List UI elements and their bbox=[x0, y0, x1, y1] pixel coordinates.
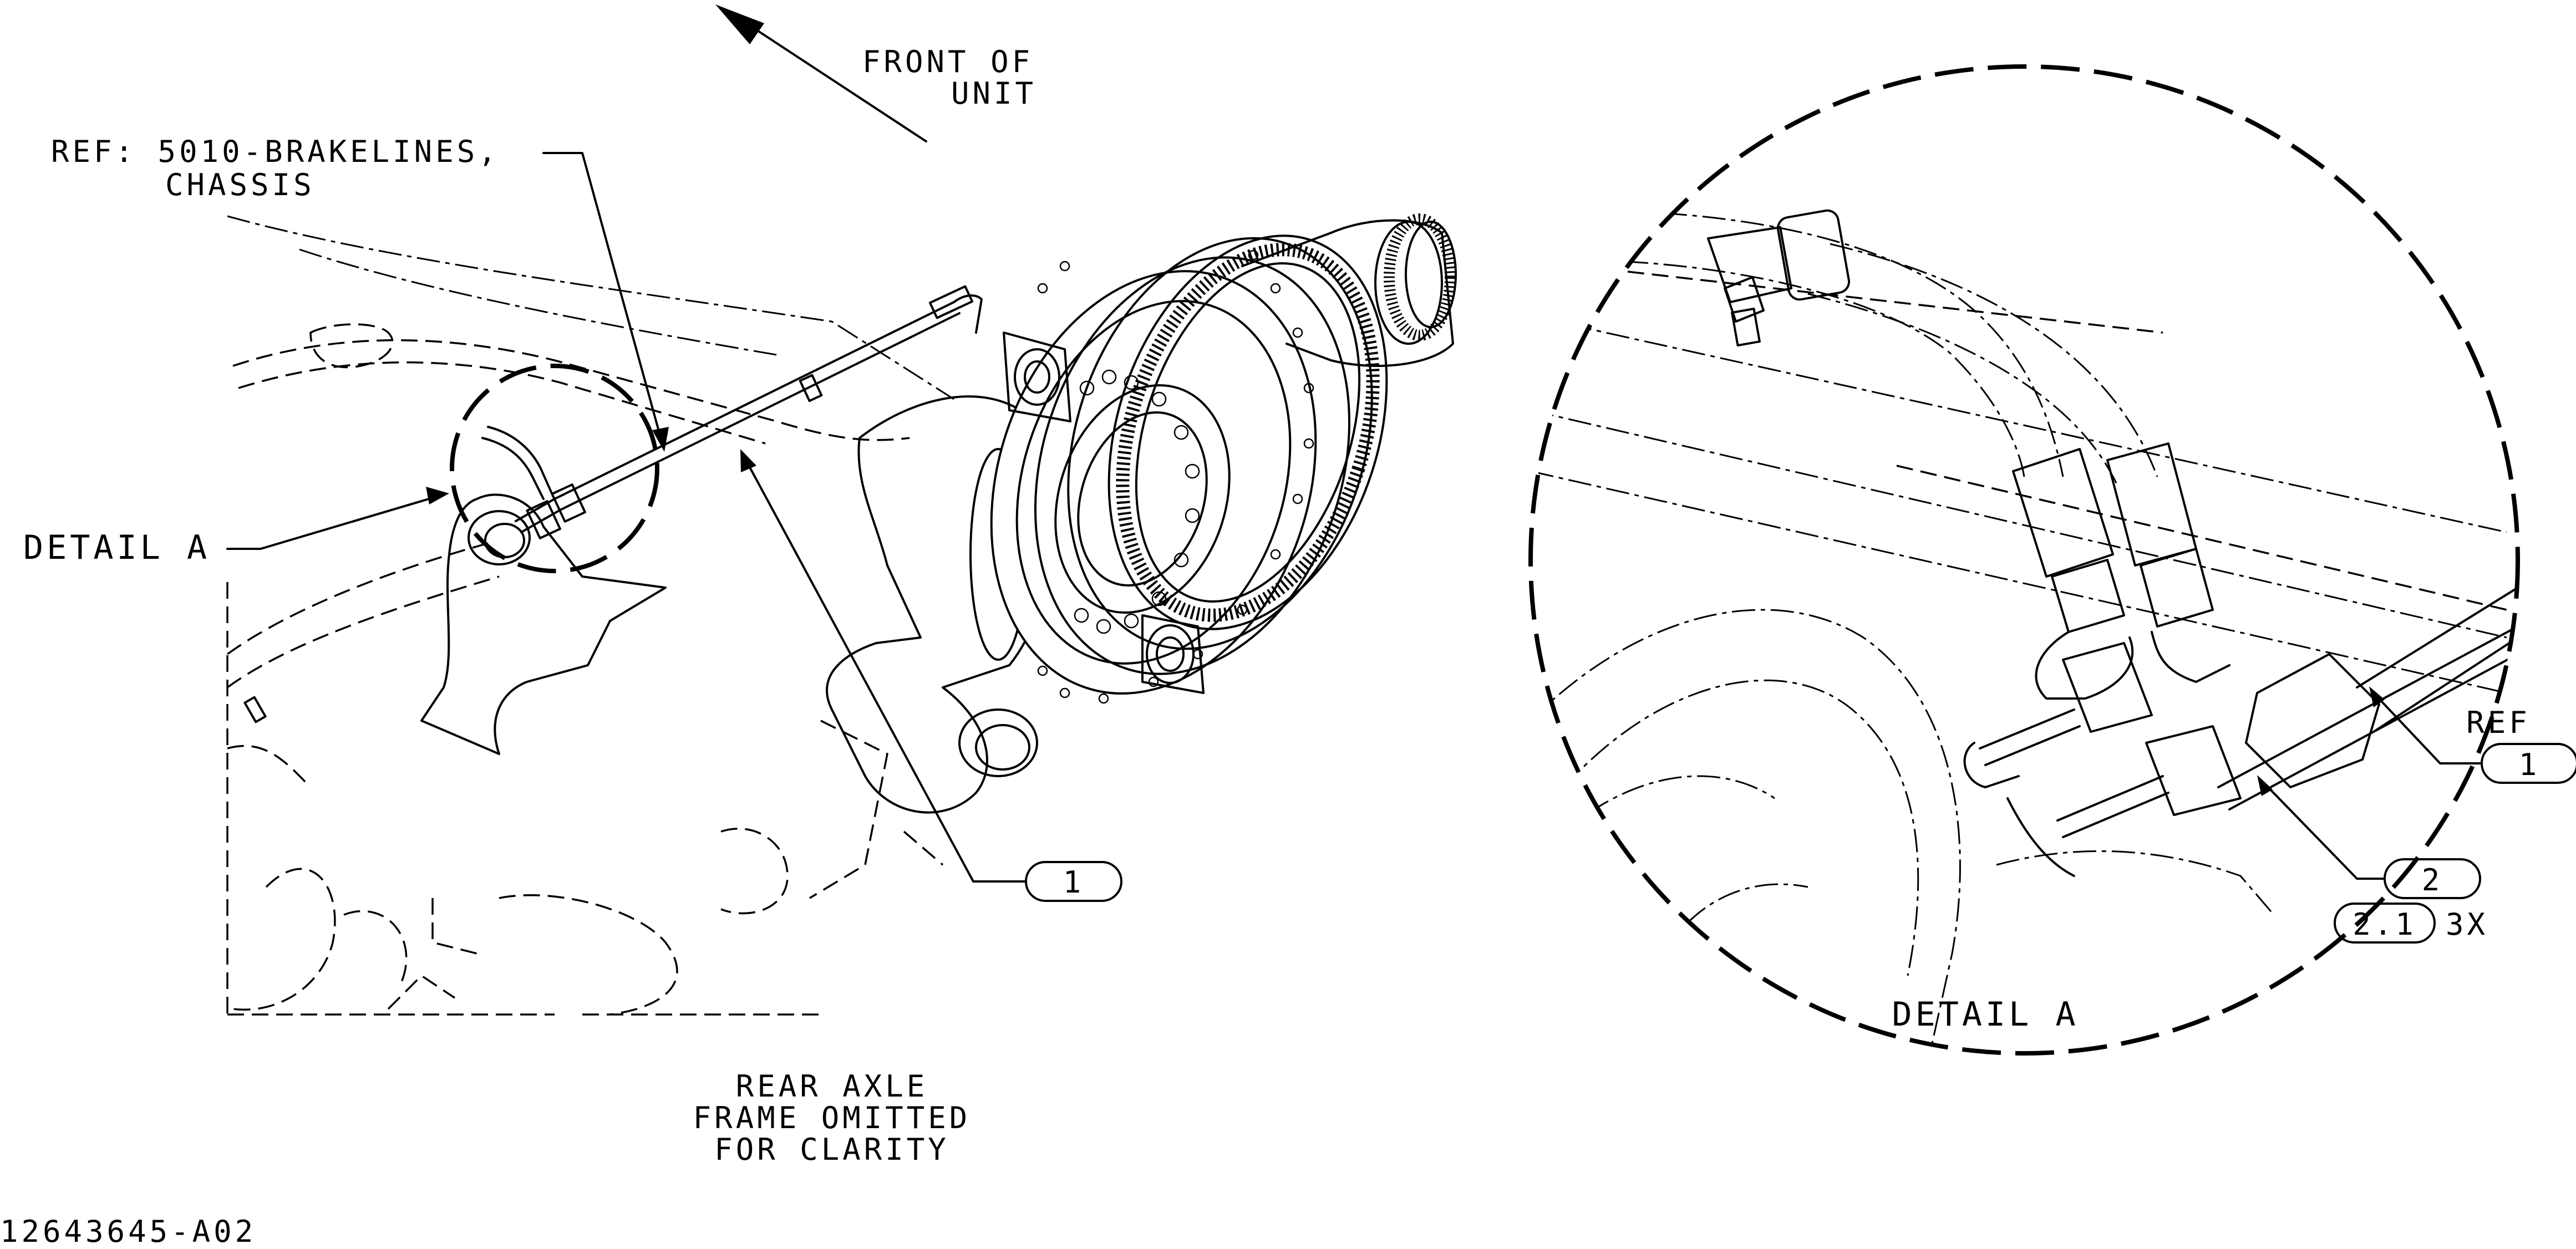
item-2-1-balloon-text: 2.1 bbox=[2353, 907, 2417, 942]
item-2-balloon-text: 2 bbox=[2422, 863, 2443, 898]
rear-axle-note-line1: REAR AXLE bbox=[736, 1069, 928, 1104]
front-of-unit-label-line2: UNIT bbox=[951, 76, 1037, 111]
bolt-circle-inner bbox=[1074, 369, 1200, 634]
rear-axle-note-line2: FRAME OMITTED bbox=[693, 1100, 971, 1135]
ref-small-label: REF bbox=[2466, 705, 2531, 740]
detail-a-caption: DETAIL A bbox=[1892, 995, 2079, 1034]
ref-brakelines-label-line2: CHASSIS bbox=[165, 167, 315, 202]
rear-axle-note-line3: FOR CLARITY bbox=[714, 1132, 949, 1167]
detail-a-boundary bbox=[1528, 64, 2520, 1056]
detail-a-callout-label: DETAIL A bbox=[23, 528, 210, 567]
bolt-circle-outer bbox=[1037, 249, 1314, 704]
item-1-ref-balloon-text: 1 bbox=[2519, 747, 2541, 782]
front-of-unit-label-line1: FRONT OF bbox=[862, 44, 1033, 79]
drawing-number: 12643645-A02 bbox=[0, 1214, 256, 1249]
item-1-balloon-text: 1 bbox=[1063, 865, 1085, 900]
front-of-unit-arrow bbox=[715, 4, 927, 142]
item-1-ref-callout: REF 1 bbox=[2369, 686, 2576, 784]
detail-a-view bbox=[1531, 209, 2518, 1053]
detail-a-leader bbox=[226, 487, 449, 550]
item-2-callout: 2 2.1 3X bbox=[2257, 775, 2488, 944]
item-1-callout: 1 bbox=[740, 449, 1122, 902]
ref-brakelines-leader bbox=[542, 152, 669, 452]
quantity-label: 3X bbox=[2446, 907, 2488, 942]
ref-brakelines-label-line1: REF: 5010-BRAKELINES, bbox=[51, 134, 500, 169]
rear-axle-assembly bbox=[226, 213, 1457, 1016]
